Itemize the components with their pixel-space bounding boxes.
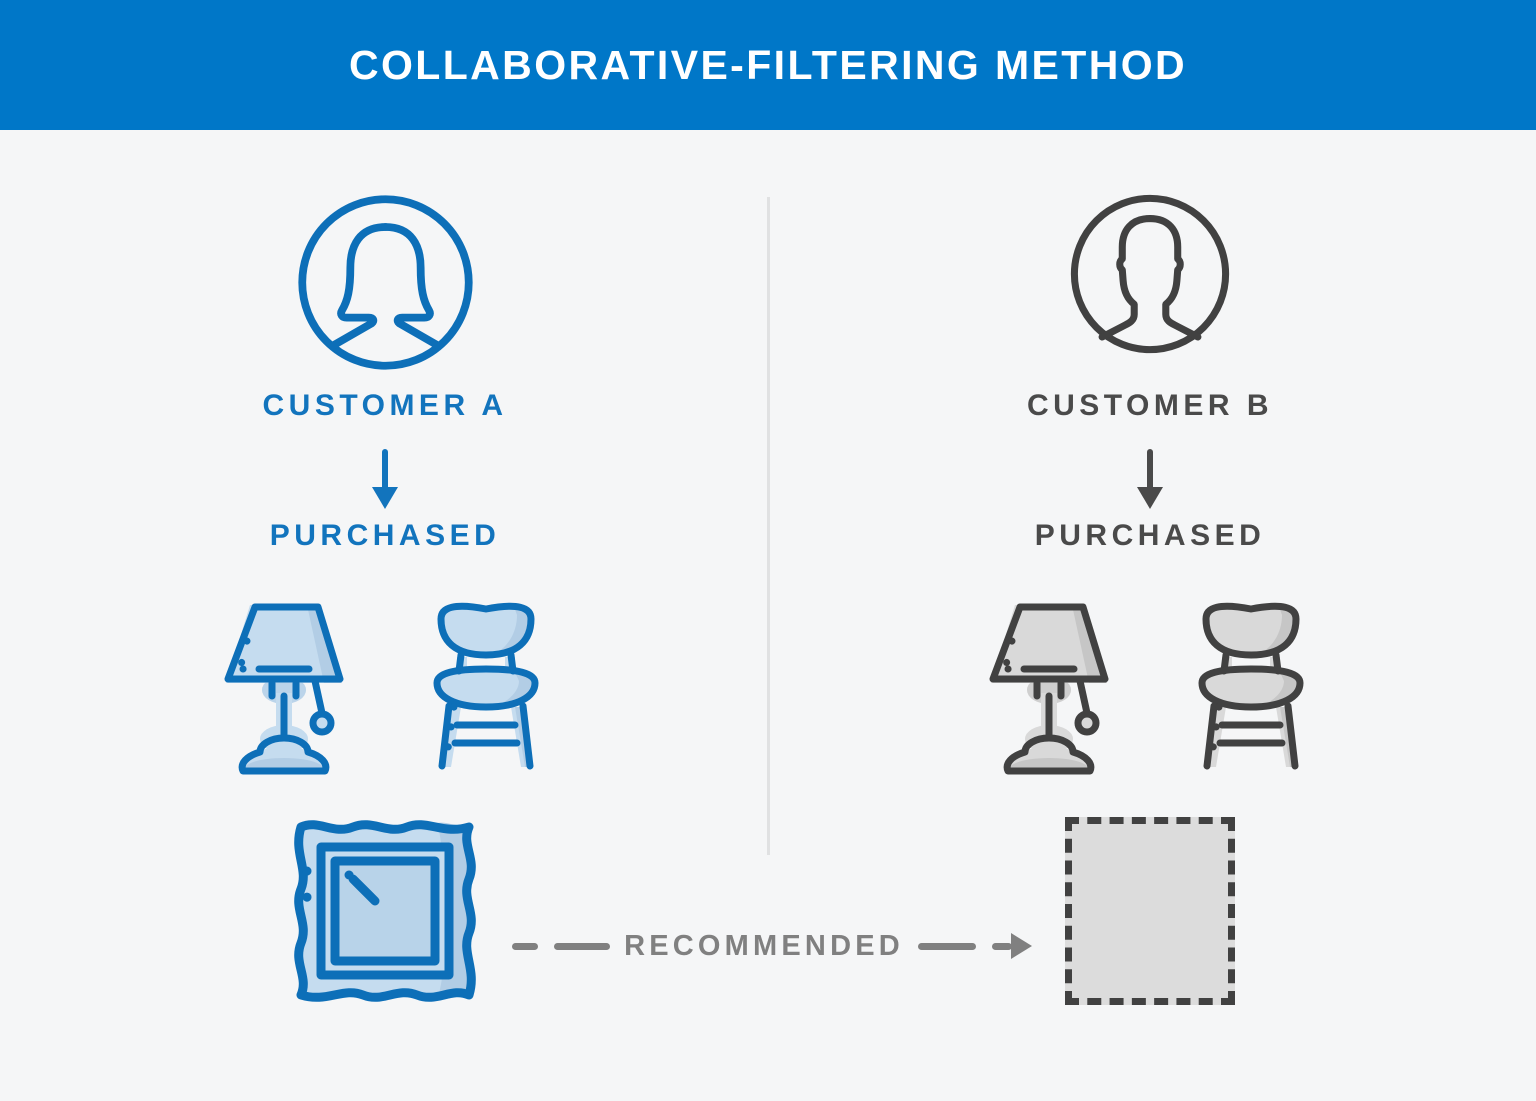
header-bar: COLLABORATIVE-FILTERING METHOD (0, 0, 1536, 130)
customer-b-purchased-label: PURCHASED (1034, 519, 1266, 552)
customer-b-recommended-slot (870, 811, 1430, 1011)
chair-icon (1198, 602, 1304, 770)
recommended-connector: RECOMMENDED (512, 906, 1032, 986)
male-avatar-icon (1070, 194, 1230, 354)
right-arrow-icon (991, 933, 1032, 959)
connector-dash-3 (917, 942, 976, 950)
connector-dash-1 (512, 942, 539, 950)
recommended-label: RECOMMENDED (624, 929, 904, 962)
down-arrow-icon (1137, 449, 1163, 509)
customer-b-label: CUSTOMER B (1026, 389, 1274, 422)
page-title: COLLABORATIVE-FILTERING METHOD (348, 41, 1188, 88)
customer-a-items (105, 587, 665, 777)
customer-b-avatar-wrap (870, 190, 1430, 375)
customer-a-column: CUSTOMER A PURCHASED (105, 190, 665, 1011)
customer-a-label: CUSTOMER A (262, 389, 508, 422)
down-arrow-icon (372, 449, 398, 509)
customer-b-items (870, 587, 1430, 777)
chair-icon (433, 602, 539, 770)
arrow-head (1010, 933, 1032, 959)
lamp-icon (989, 603, 1109, 775)
placeholder-dashed-box (1065, 817, 1235, 1005)
customer-b-arrow-wrap (870, 449, 1430, 511)
customer-a-arrow-wrap (105, 449, 665, 511)
lamp-icon (224, 603, 344, 775)
column-divider (767, 197, 770, 855)
customer-a-avatar-wrap (105, 190, 665, 375)
female-avatar-icon (297, 195, 473, 370)
connector-dash-2 (554, 942, 611, 950)
mirror-icon (294, 820, 476, 1002)
customer-a-recommended-item (105, 811, 665, 1011)
customer-b-column: CUSTOMER B PURCHASED (870, 190, 1430, 1011)
customer-a-purchased-label: PURCHASED (269, 519, 501, 552)
arrow-shaft (991, 942, 1012, 950)
